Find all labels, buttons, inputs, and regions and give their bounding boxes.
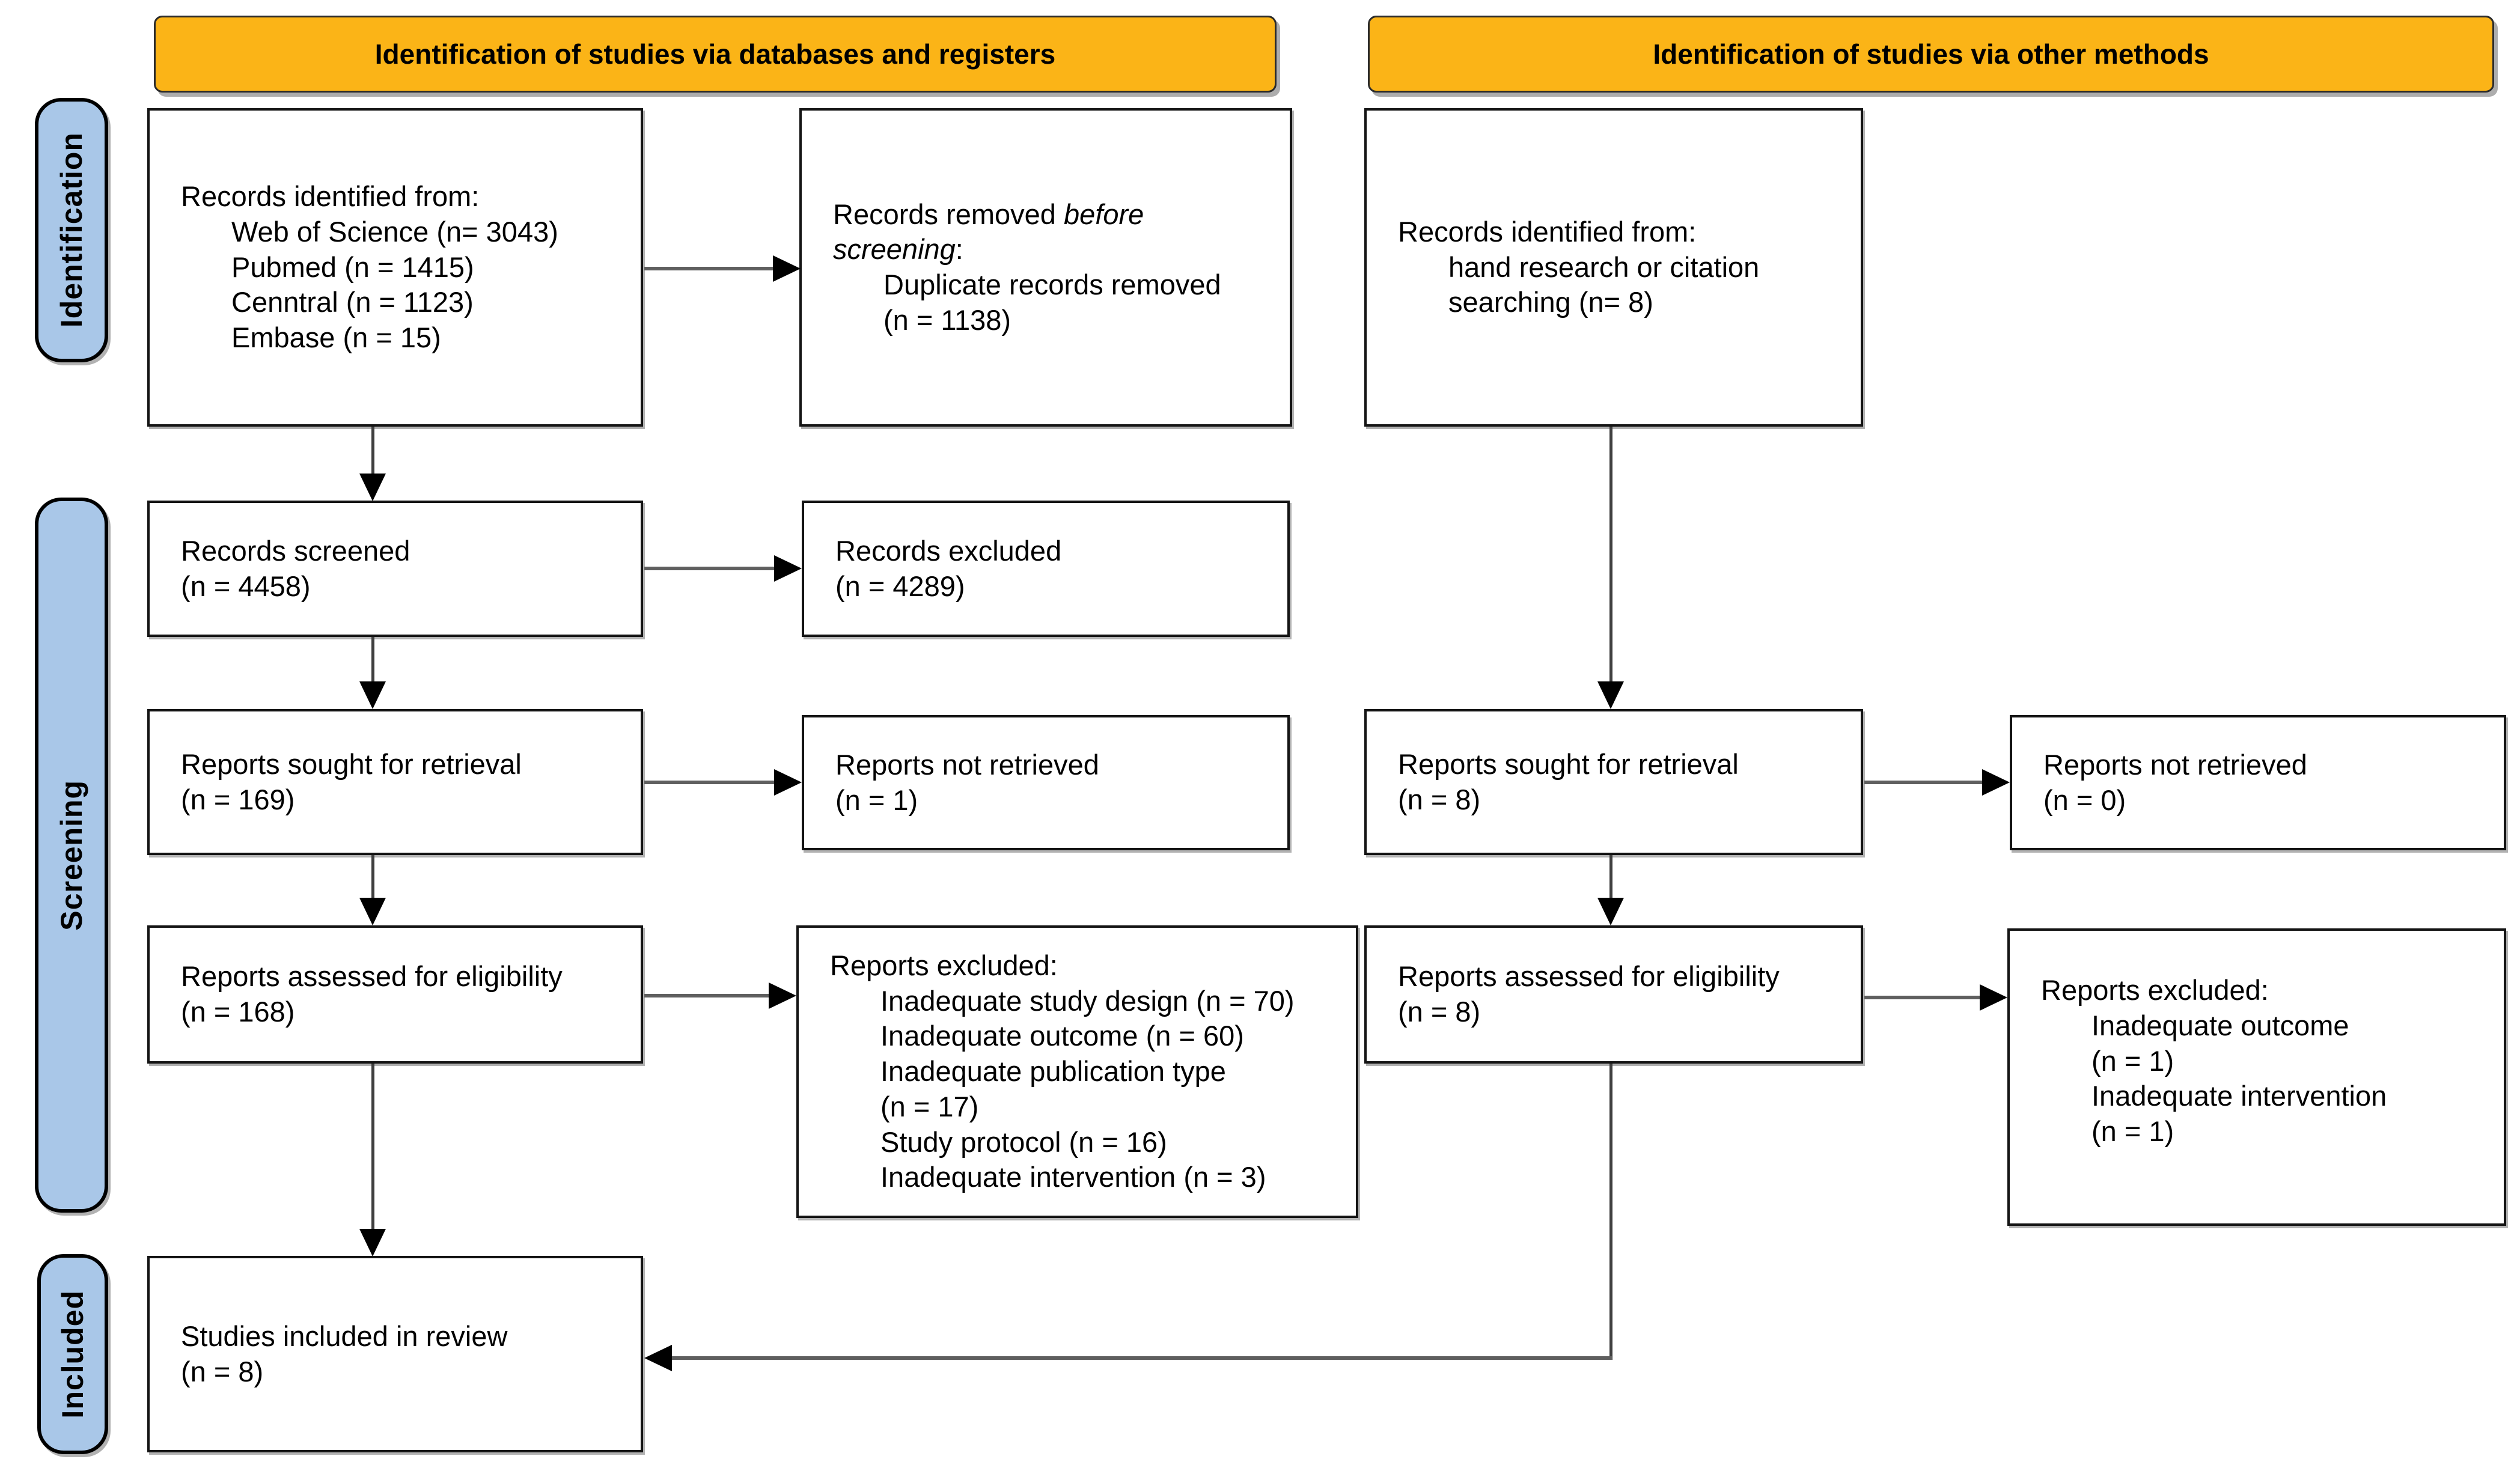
arrow-assessed-to-included [371, 1064, 374, 1230]
text-line: Inadequate outcome [2091, 1009, 2349, 1041]
text-line: (n = 1) [835, 784, 918, 816]
text-line: Pubmed (n = 1415) [231, 251, 474, 283]
text-line: Reports assessed for eligibility [181, 960, 563, 993]
text-line: Reports excluded: [2041, 974, 2269, 1006]
text-line: Reports sought for retrieval [1398, 748, 1739, 780]
box-records-identified-databases: Records identified from: Web of Science … [147, 108, 643, 427]
box-reports-sought-other: Reports sought for retrieval (n = 8) [1364, 709, 1863, 855]
text-line: Records excluded [835, 534, 1062, 567]
text-line: Reports not retrieved [835, 748, 1099, 781]
arrow-other-assessed-down [1609, 1064, 1612, 1360]
arrow-sought-to-assessed [371, 855, 374, 899]
text-line: (n = 4458) [181, 570, 311, 602]
text-line: Web of Science (n= 3043) [231, 215, 558, 248]
text-line: (n = 1138) [883, 303, 1011, 336]
text-line: (n = 1) [2091, 1115, 2174, 1147]
text-line: Duplicate records removed [883, 269, 1221, 300]
box-studies-included: Studies included in review (n = 8) [147, 1256, 643, 1452]
arrow-other-identified-to-sought [1609, 427, 1612, 683]
text-line: searching (n= 8) [1448, 286, 1653, 318]
text-line: Study protocol (n = 16) [880, 1125, 1167, 1158]
box-reports-assessed-databases: Reports assessed for eligibility (n = 16… [147, 925, 643, 1064]
text-line: Reports assessed for eligibility [1398, 960, 1780, 993]
text-line: (n = 169) [181, 783, 295, 815]
arrow-other-assessed-to-included [671, 1356, 1612, 1360]
stage-included-label: Included [56, 1290, 90, 1419]
text-line: Inadequate intervention [2091, 1080, 2387, 1112]
text-line: Reports excluded: [830, 949, 1058, 981]
stage-included: Included [37, 1254, 108, 1454]
arrow-screened-to-sought [371, 637, 374, 683]
arrowhead-down-icon [359, 474, 386, 501]
arrowhead-right-icon [774, 555, 802, 582]
box-records-removed-before-screening: Records removed before screening: Duplic… [799, 108, 1292, 427]
text-line: Cenntral (n = 1123) [231, 286, 474, 318]
text-line: Records identified from: [181, 180, 480, 213]
arrowhead-right-icon [774, 769, 802, 796]
text-line: (n = 8) [1398, 783, 1481, 815]
arrowhead-right-icon [1982, 769, 2010, 796]
text-line: (n = 0) [2043, 784, 2126, 816]
box-reports-sought-databases: Reports sought for retrieval (n = 169) [147, 709, 643, 855]
arrowhead-right-icon [1980, 984, 2007, 1011]
stage-screening-label: Screening [55, 779, 88, 931]
arrow-other-sought-to-assessed [1609, 855, 1612, 899]
box-reports-not-retrieved-other: Reports not retrieved (n = 0) [2010, 715, 2506, 850]
text-line: Inadequate outcome (n = 60) [880, 1020, 1244, 1052]
box-records-excluded: Records excluded (n = 4289) [802, 501, 1290, 637]
text-line: (n = 8) [181, 1355, 264, 1387]
arrowhead-left-icon [644, 1345, 672, 1371]
text-line: (n = 1) [2091, 1044, 2174, 1077]
arrowhead-right-icon [769, 982, 796, 1009]
text-line: (n = 168) [181, 996, 295, 1028]
arrow-screened-to-excluded [644, 567, 775, 570]
text-line: screening: [833, 233, 963, 266]
arrowhead-right-icon [773, 255, 801, 282]
arrowhead-down-icon [359, 681, 386, 709]
text-line: Records removed before [833, 198, 1144, 230]
text-line: (n = 8) [1398, 996, 1481, 1028]
text-line: Inadequate study design (n = 70) [880, 984, 1295, 1017]
arrow-other-assessed-to-excluded [1864, 996, 1981, 999]
text-line: Reports not retrieved [2043, 748, 2307, 781]
text-line: Records screened [181, 534, 410, 567]
box-records-screened: Records screened (n = 4458) [147, 501, 643, 637]
box-reports-excluded-other: Reports excluded: Inadequate outcome (n … [2007, 928, 2506, 1226]
banner-databases-registers: Identification of studies via databases … [154, 16, 1277, 93]
box-reports-excluded-databases: Reports excluded: Inadequate study desig… [796, 925, 1358, 1218]
arrowhead-down-icon [1597, 681, 1624, 709]
stage-identification: Identification [35, 98, 108, 362]
text-line: Inadequate publication type [880, 1055, 1226, 1088]
text-line: Reports sought for retrieval [181, 748, 522, 780]
arrow-sought-to-not-retrieved [644, 781, 775, 784]
text-line: hand research or citation [1448, 251, 1760, 283]
box-records-identified-other: Records identified from: hand research o… [1364, 108, 1863, 427]
text-line: Inadequate intervention (n = 3) [880, 1161, 1266, 1193]
text-line: Records identified from: [1398, 215, 1697, 248]
text-line: (n = 4289) [835, 570, 965, 602]
stage-identification-label: Identification [55, 132, 88, 328]
text-line: Embase (n = 15) [231, 321, 441, 354]
arrowhead-down-icon [359, 898, 386, 925]
stage-screening: Screening [35, 498, 108, 1213]
arrow-identified-to-removed [644, 267, 774, 270]
arrow-identified-to-screened [371, 427, 374, 475]
text-line: Studies included in review [181, 1320, 508, 1352]
banner-other-methods: Identification of studies via other meth… [1368, 16, 2494, 93]
text-line: (n = 17) [880, 1090, 979, 1122]
arrow-other-sought-to-not-retrieved [1864, 781, 1983, 784]
arrowhead-down-icon [359, 1229, 386, 1256]
box-reports-not-retrieved-databases: Reports not retrieved (n = 1) [802, 715, 1290, 850]
arrowhead-down-icon [1597, 898, 1624, 925]
box-reports-assessed-other: Reports assessed for eligibility (n = 8) [1364, 925, 1863, 1064]
arrow-assessed-to-excluded [644, 994, 770, 997]
